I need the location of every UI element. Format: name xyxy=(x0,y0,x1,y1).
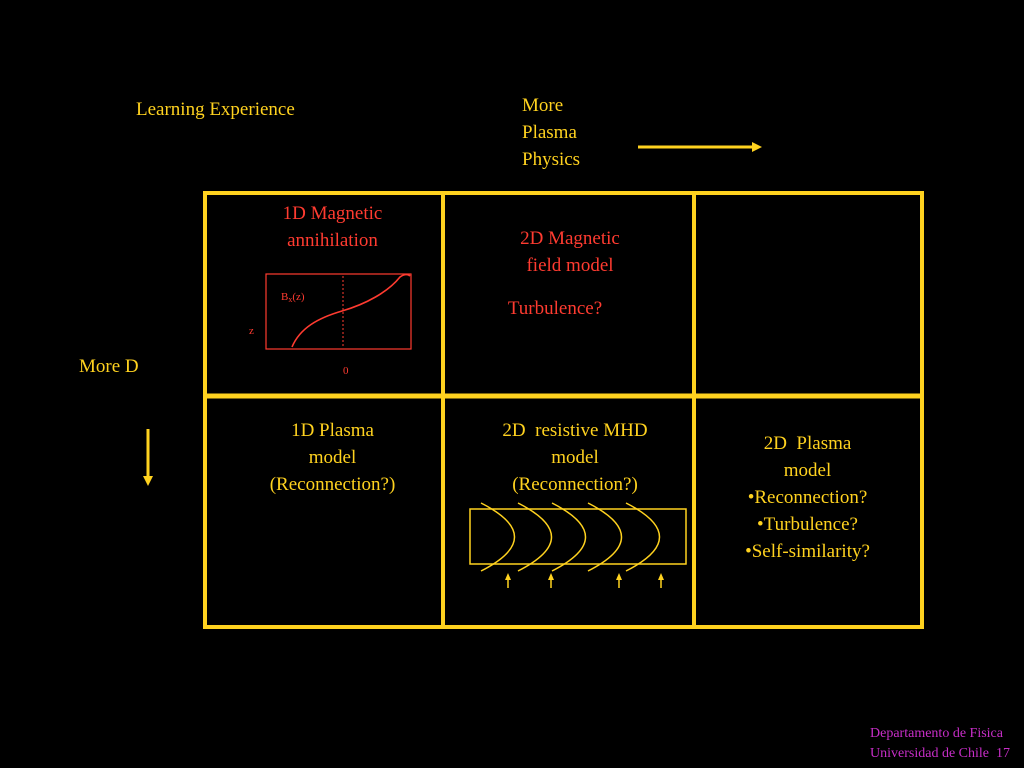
bx-profile-inset xyxy=(265,273,412,350)
learning-experience-label: Learning Experience xyxy=(136,99,295,120)
more-plasma-line: Plasma xyxy=(522,122,577,143)
more-d-label: More D xyxy=(79,356,139,377)
cell-text-line: 1D Magnetic xyxy=(282,203,383,224)
up-arrows xyxy=(505,573,664,588)
cell-text-line: 2D Magnetic xyxy=(520,228,620,249)
cell-text-line: •Self-similarity? xyxy=(745,541,870,562)
slide-number: 17 xyxy=(996,746,1010,761)
up-arrow-icon xyxy=(616,573,622,588)
cell-text-line: 1D Plasma xyxy=(291,420,374,441)
bx-label: Bx(z) xyxy=(281,291,305,304)
more-plasma-line: More xyxy=(522,95,564,116)
turbulence-label: Turbulence? xyxy=(507,298,603,319)
cell-2d-magnetic-field-model: 2D Magnetic field model xyxy=(470,225,670,279)
footer-line-university: Universidad de Chile 17 xyxy=(870,744,1010,764)
cell-text-line: 2D resistive MHD xyxy=(502,420,648,441)
cell-1d-magnetic-annihilation: 1D Magnetic annihilation xyxy=(230,200,435,254)
more-plasma-line: Physics xyxy=(522,149,581,170)
footer-university: Universidad de Chile xyxy=(870,746,989,761)
cell-text-line: model xyxy=(783,460,832,481)
z-axis-label: z xyxy=(249,325,254,337)
up-arrow-icon xyxy=(658,573,664,588)
down-arrow-icon xyxy=(143,429,153,486)
field-lines-inset xyxy=(469,502,687,572)
cell-1d-plasma-model: 1D Plasma model (Reconnection?) xyxy=(230,417,435,498)
more-plasma-physics-label: More Plasma Physics xyxy=(522,92,580,173)
zero-tick-label: 0 xyxy=(343,365,349,377)
cell-text-line: field model xyxy=(526,255,614,276)
main-grid xyxy=(203,191,924,629)
cell-text-line: (Reconnection?) xyxy=(269,474,396,495)
footer: Departamento de Fisica Universidad de Ch… xyxy=(870,724,1010,764)
up-arrow-icon xyxy=(505,573,511,588)
cell-text-line: annihilation xyxy=(287,230,378,251)
footer-line-department: Departamento de Fisica xyxy=(870,726,1003,741)
cell-text-line: model xyxy=(308,447,357,468)
cell-2d-resistive-mhd-model: 2D resistive MHD model (Reconnection?) xyxy=(455,417,695,498)
up-arrow-icon xyxy=(548,573,554,588)
cell-text-line: •Turbulence? xyxy=(757,514,858,535)
right-arrow-icon xyxy=(638,142,762,152)
cell-2d-plasma-model: 2D Plasma model •Reconnection? •Turbulen… xyxy=(700,430,915,565)
cell-text-line: (Reconnection?) xyxy=(512,474,638,495)
cell-text-line: •Reconnection? xyxy=(747,487,868,508)
cell-text-line: model xyxy=(551,447,599,468)
cell-text-line: 2D Plasma xyxy=(763,433,852,454)
